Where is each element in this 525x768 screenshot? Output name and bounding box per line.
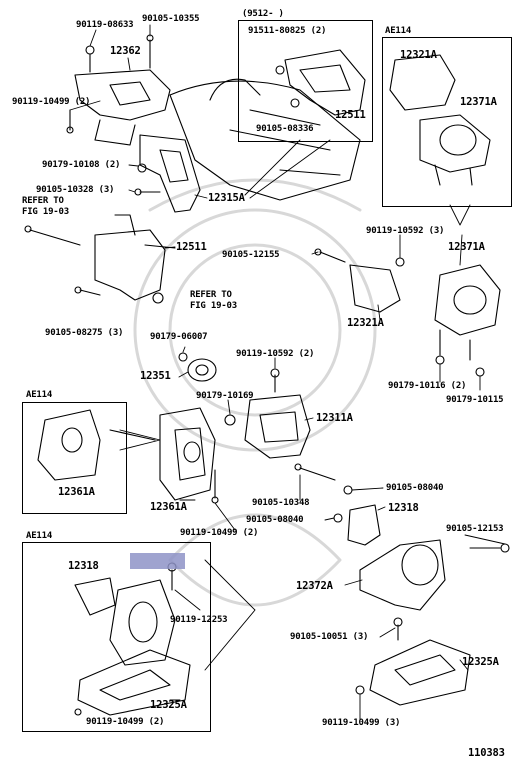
- refer-to-note-1[interactable]: FIG 19-03: [22, 207, 69, 217]
- callout-connectors: [119, 139, 471, 671]
- part-label[interactable]: 12311A: [316, 412, 353, 424]
- part-label[interactable]: 12372A: [296, 580, 333, 592]
- ae114-mount-drawing: [389, 54, 491, 186]
- part-label[interactable]: 12371A: [448, 241, 485, 253]
- bracket-12511: [24, 214, 176, 304]
- part-label[interactable]: 90119-10592 (2): [236, 349, 315, 359]
- part-label[interactable]: 12321A: [400, 49, 437, 61]
- diagram-id: 110383: [468, 747, 505, 759]
- part-label[interactable]: 90119-12253: [170, 615, 228, 625]
- part-label[interactable]: 12511: [176, 241, 207, 253]
- part-label[interactable]: 12351: [140, 370, 171, 382]
- part-label[interactable]: 90179-10116 (2): [388, 381, 467, 391]
- part-label[interactable]: 90119-10499 (2): [180, 528, 259, 538]
- part-label[interactable]: 90179-10115: [446, 395, 504, 405]
- part-label[interactable]: 90105-08040: [386, 483, 444, 493]
- part-label[interactable]: 90105-08336: [256, 124, 314, 134]
- part-label[interactable]: 90119-10499 (3): [322, 718, 401, 728]
- bracket-12321A: [314, 248, 405, 313]
- refer-to-note-2[interactable]: FIG 19-03: [190, 301, 237, 311]
- leader-lines: [69, 24, 506, 721]
- part-label[interactable]: 12315A: [208, 192, 245, 204]
- part-label[interactable]: 12361A: [58, 486, 95, 498]
- part-label[interactable]: 12371A: [460, 96, 497, 108]
- bracket-12315A: [134, 134, 201, 213]
- part-label[interactable]: 90179-10108 (2): [42, 160, 121, 170]
- part-label[interactable]: 90119-10499 (2): [86, 717, 165, 727]
- inset-box-variant: [238, 20, 373, 142]
- bushing-12351: [178, 352, 217, 382]
- bolts-center: [294, 463, 353, 523]
- watermark-emblem: [133, 178, 377, 607]
- part-label[interactable]: 12325A: [150, 699, 187, 711]
- refer-to-note-1: REFER TO: [22, 196, 64, 206]
- ae114-top-label: AE114: [385, 26, 412, 36]
- part-label[interactable]: 12361A: [150, 501, 187, 513]
- part-label[interactable]: 91511-80825 (2): [248, 26, 327, 36]
- engine-body-outline: [169, 78, 361, 201]
- part-label[interactable]: 90179-06007: [150, 332, 208, 342]
- part-label[interactable]: 90179-10169: [196, 391, 254, 401]
- part-label[interactable]: 90105-08275 (3): [45, 328, 124, 338]
- part-label[interactable]: 90105-12155: [222, 250, 280, 260]
- part-label[interactable]: 90105-12153: [446, 524, 504, 534]
- part-label[interactable]: 12511: [335, 109, 366, 121]
- part-label[interactable]: 90105-08040: [246, 515, 304, 525]
- part-label[interactable]: 90119-08633: [76, 20, 134, 30]
- part-label[interactable]: 90119-10499 (2): [12, 97, 91, 107]
- inset-variant-label: (9512- ): [242, 9, 284, 19]
- mount-12361A: [159, 407, 219, 504]
- part-label[interactable]: 90105-10328 (3): [36, 185, 115, 195]
- part-label[interactable]: 12321A: [347, 317, 384, 329]
- inset-box-ae114-top: [382, 37, 512, 207]
- inset-box-ae114-left: [22, 402, 127, 514]
- bracket-12311A: [224, 368, 311, 459]
- mount-12371A: [434, 264, 501, 377]
- ae114-left-label: AE114: [26, 390, 53, 400]
- part-label[interactable]: 12318: [68, 560, 99, 572]
- part-label[interactable]: 90119-10592 (3): [366, 226, 445, 236]
- inset-box-ae114-bottom: [22, 542, 211, 732]
- mount-12372A: [359, 539, 510, 641]
- part-label[interactable]: 90105-10348: [252, 498, 310, 508]
- part-label[interactable]: 12362: [110, 45, 141, 57]
- ae114-left-drawing: [37, 409, 156, 481]
- part-label[interactable]: 12325A: [462, 656, 499, 668]
- part-label[interactable]: 90105-10051 (3): [290, 632, 369, 642]
- highlighted-part-marker[interactable]: [130, 553, 185, 569]
- ae114-bottom-label: AE114: [26, 531, 53, 541]
- ae114-bottom-drawing: [74, 562, 191, 716]
- bracket-12318: [347, 504, 381, 546]
- part-label[interactable]: 90105-10355: [142, 14, 200, 24]
- plate-12325A: [355, 639, 471, 706]
- part-label[interactable]: 12318: [388, 502, 419, 514]
- refer-to-note-2: REFER TO: [190, 290, 232, 300]
- inset-12511-drawing: [275, 49, 366, 116]
